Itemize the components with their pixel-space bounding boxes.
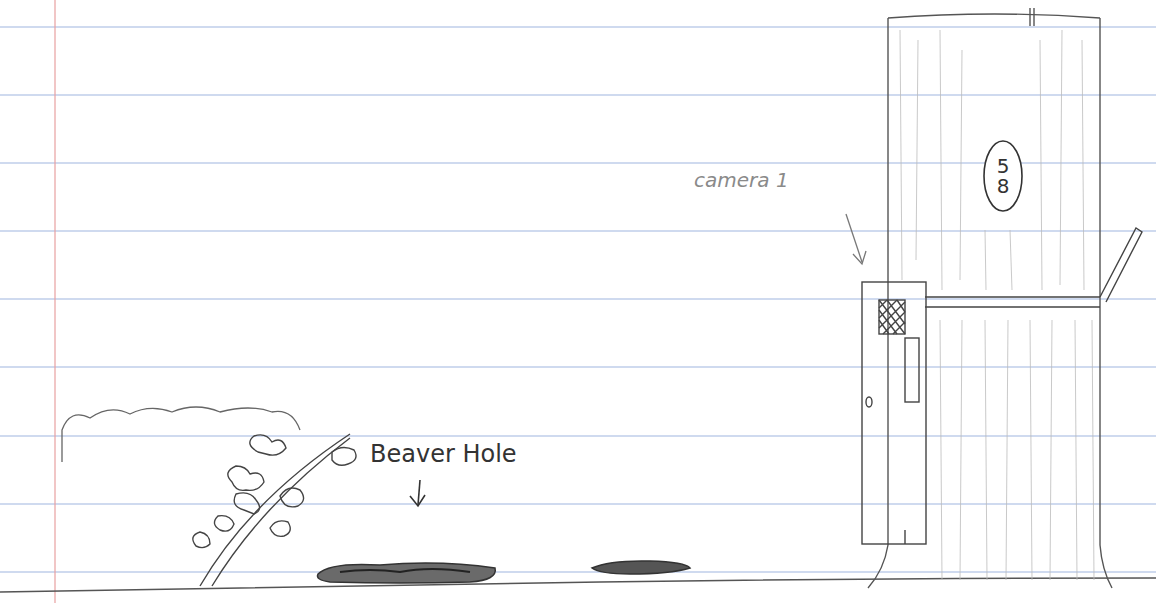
tree-tag: 58 xyxy=(983,140,1023,212)
beaver-hole xyxy=(318,563,496,583)
hole-arrow xyxy=(410,480,425,506)
camera-label: camera 1 xyxy=(694,168,789,192)
tag-number: 58 xyxy=(997,156,1010,196)
margin-line xyxy=(54,0,55,603)
trail-camera xyxy=(862,282,926,544)
ruled-lines xyxy=(0,27,1156,572)
ground-line xyxy=(0,578,1156,592)
camera-strap xyxy=(925,228,1142,307)
hole-shading xyxy=(340,569,470,572)
tree-trunk xyxy=(868,8,1112,588)
bush-outline xyxy=(62,407,300,462)
plant xyxy=(193,434,356,586)
bark-texture xyxy=(900,30,1094,580)
feature-label: Beaver Hole xyxy=(370,440,517,468)
camera-arrow xyxy=(846,214,866,264)
second-hole xyxy=(592,561,690,574)
